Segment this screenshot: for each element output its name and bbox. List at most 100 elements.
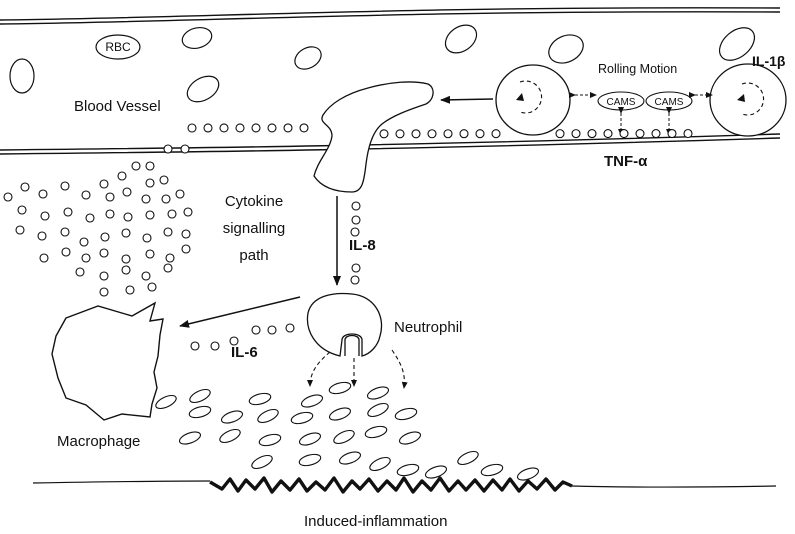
cytokine-dot	[15, 225, 25, 235]
cytokine-dot	[145, 161, 155, 171]
cytokine-dot	[175, 189, 185, 199]
granule	[188, 405, 212, 419]
blood-vessel-label: Blood Vessel	[74, 98, 161, 115]
granule	[248, 392, 272, 406]
cytokine-dot	[3, 192, 13, 202]
cytokine-dot	[99, 248, 109, 258]
cytokine-dot	[491, 129, 501, 139]
granule	[367, 402, 389, 418]
cytokine-dot	[181, 244, 191, 254]
cytokine-dot	[267, 123, 277, 133]
granule	[328, 381, 352, 395]
granule	[300, 394, 324, 408]
cytokine-dot	[181, 229, 191, 239]
cytokine-dot	[587, 129, 597, 139]
rbc-label-cell	[95, 34, 141, 60]
cytokine-dot	[555, 129, 565, 139]
cytokine-dot	[163, 263, 173, 273]
cytokine-dot	[79, 237, 89, 247]
macrophage-label: Macrophage	[57, 433, 140, 450]
cytokine-dot	[105, 192, 115, 202]
cytokine-dot	[571, 129, 581, 139]
cytokine-dot	[351, 215, 361, 225]
granule	[364, 425, 388, 439]
cytokine-dot	[351, 263, 361, 273]
cytokine-dot	[619, 129, 629, 139]
cytokine-dot	[210, 341, 220, 351]
cytokine-dot	[299, 123, 309, 133]
il1b-label: IL-1β	[752, 53, 786, 69]
cytokine-dot	[459, 129, 469, 139]
granule	[220, 410, 244, 424]
cytokine-dot	[38, 189, 48, 199]
granule	[219, 428, 241, 444]
cytokine-dot	[145, 210, 155, 220]
granule	[366, 386, 390, 400]
main-arrows	[179, 196, 341, 328]
granule	[290, 411, 314, 425]
granule	[398, 431, 422, 445]
cams-interaction-arrows	[569, 92, 713, 136]
macrophage	[51, 301, 164, 421]
cytokine-dot	[395, 129, 405, 139]
cytokine-dot	[161, 194, 171, 204]
cytokine-dot	[635, 129, 645, 139]
cytokine-dot	[39, 253, 49, 263]
cytokine-dot	[60, 181, 70, 191]
cytokine-dot	[350, 275, 360, 285]
cytokine-dot	[99, 287, 109, 297]
cytokine-dot	[190, 341, 200, 351]
cytokine-dot	[61, 247, 71, 257]
cytokine-dot	[427, 129, 437, 139]
il8-label: IL-8	[349, 237, 376, 254]
cytokine-dot	[603, 129, 613, 139]
rolling-leukocyte-right	[709, 63, 787, 137]
granule	[369, 456, 391, 472]
cytokine-dot	[145, 249, 155, 259]
cytokine-dot	[475, 129, 485, 139]
neutrophil-release-arrows	[307, 349, 408, 389]
rolling-to-cell-arrow	[440, 95, 494, 104]
granule	[516, 467, 540, 481]
rolling-leukocyte-left	[495, 64, 571, 136]
cytokine-dot	[163, 227, 173, 237]
blood-vessel-walls	[0, 7, 781, 155]
cytokine-dot	[117, 171, 127, 181]
cytokine-dot	[180, 144, 190, 154]
cytokine-dot	[235, 123, 245, 133]
cytokine-dot	[99, 179, 109, 189]
cytokine-dot	[667, 128, 677, 139]
cytokine-dot	[105, 209, 115, 219]
cytokine-dot	[141, 194, 151, 204]
cytokine-dot	[121, 228, 131, 238]
cytokine-label-line3: path	[239, 247, 268, 264]
cams-molecules	[597, 91, 693, 111]
granule	[396, 463, 420, 477]
granule	[480, 463, 504, 477]
cytokine-dot	[411, 129, 421, 139]
cytokine-dot	[165, 253, 175, 263]
cytokine-dot	[251, 325, 261, 335]
cytokine-dot	[37, 231, 47, 241]
transmigrating-cell	[313, 81, 434, 193]
cytokine-dot	[81, 190, 91, 200]
cytokine-dot	[85, 213, 95, 223]
granule	[333, 429, 355, 445]
cytokine-dot	[147, 282, 157, 292]
cytokine-dot	[121, 265, 131, 275]
granule	[338, 451, 362, 465]
cytokine-dot	[167, 209, 177, 219]
neutrophil-label: Neutrophil	[394, 319, 462, 336]
cytokine-dot	[63, 207, 73, 217]
cytokine-dot	[40, 211, 50, 221]
cytokine-label-line1: Cytokine	[225, 193, 283, 210]
cytokine-dot	[443, 129, 453, 139]
cytokine-dot	[75, 267, 85, 277]
cytokine-label-line2: signalling	[223, 220, 286, 237]
granule	[394, 407, 418, 421]
granule	[178, 431, 202, 445]
tissue-line	[32, 476, 777, 494]
granule	[298, 432, 322, 446]
